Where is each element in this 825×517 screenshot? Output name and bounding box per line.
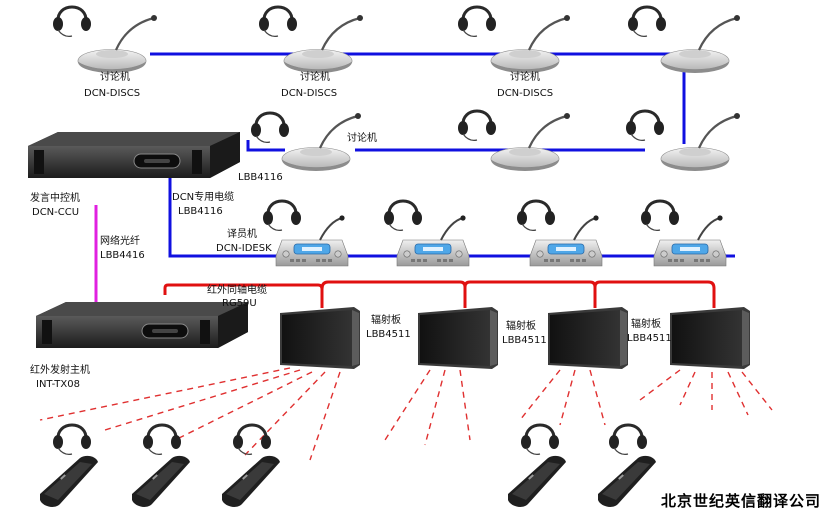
discuss-label-2: 讨论机 <box>300 72 330 83</box>
ir-receiver-1 <box>40 423 98 507</box>
interpreter-desk-2 <box>382 199 470 267</box>
discuss-model-1: DCN-DISCS <box>84 88 141 99</box>
radiator-4 <box>670 307 750 369</box>
fiber-model-label: LBB4416 <box>100 250 145 261</box>
fiber-name-label: 网络光纤 <box>100 236 140 247</box>
coax-name-label: 红外同轴电缆 <box>207 285 267 296</box>
discuss-label-mid: 讨论机 <box>347 133 377 144</box>
ir-receiver-4 <box>508 423 566 507</box>
lbb4116-label: LBB4116 <box>238 172 283 183</box>
interp-model-label: DCN-IDESK <box>216 243 272 254</box>
coax-line <box>163 280 716 308</box>
ir-receiver-3 <box>222 423 280 507</box>
central-control-unit <box>27 131 241 179</box>
discussion-unit-3 <box>456 5 572 75</box>
dcn-cable-model-label: LBB4116 <box>178 206 223 217</box>
radiator-3 <box>548 307 628 369</box>
radiator-model-2: LBB4511 <box>502 335 547 346</box>
discussion-unit-2 <box>257 5 365 75</box>
radiator-1 <box>280 307 360 369</box>
radiator-label-3: 辐射板 <box>631 319 661 330</box>
dcn-cable-label: DCN专用电缆 <box>172 192 235 203</box>
discuss-label-1: 讨论机 <box>100 72 130 83</box>
middle-row-drop <box>246 140 285 152</box>
ir-transmitter <box>35 301 249 349</box>
interpreter-desk-4 <box>639 199 727 267</box>
discussion-unit-6 <box>456 109 572 173</box>
radiator-model-1: LBB4511 <box>366 329 411 340</box>
ir-beams <box>39 367 773 461</box>
discuss-model-2: DCN-DISCS <box>281 88 338 99</box>
interp-name-label: 译员机 <box>227 229 257 240</box>
discuss-label-3: 讨论机 <box>510 72 540 83</box>
interpreter-desk-1 <box>261 199 349 267</box>
discuss-model-3: DCN-DISCS <box>497 88 554 99</box>
tx-model-label: INT-TX08 <box>36 379 80 390</box>
company-footer: 北京世纪英信翻译公司 <box>660 492 821 510</box>
radiator-2 <box>418 307 498 369</box>
radiator-label-1: 辐射板 <box>371 315 401 326</box>
discussion-unit-4 <box>626 5 742 75</box>
discussion-unit-1 <box>51 5 159 75</box>
tx-name-label: 红外发射主机 <box>30 365 90 376</box>
ccu-model-label: DCN-CCU <box>32 207 80 218</box>
radiator-label-2: 辐射板 <box>506 321 536 332</box>
radiator-model-3: LBB4511 <box>627 333 672 344</box>
top-row-bus <box>150 52 686 144</box>
interpreter-desk-3 <box>515 199 603 267</box>
ccu-name-label: 发言中控机 <box>30 193 80 204</box>
discussion-unit-5 <box>249 111 363 173</box>
coax-model-label: RG59U <box>222 298 257 309</box>
ir-receiver-5 <box>598 423 656 507</box>
